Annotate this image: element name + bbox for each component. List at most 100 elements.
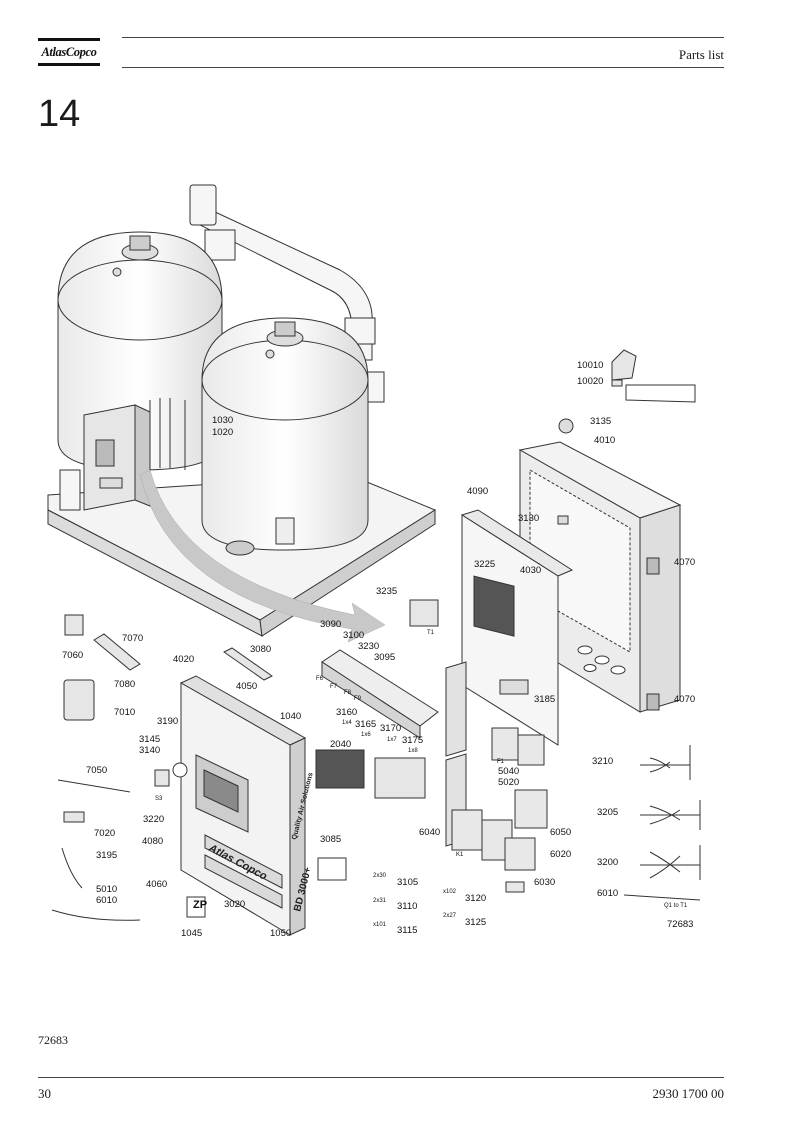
exploded-view-arrow bbox=[139, 469, 386, 643]
callout-3130: 3130 bbox=[518, 513, 539, 524]
callout-3220: 3220 bbox=[143, 814, 164, 825]
small-label-x101: x101 bbox=[373, 922, 387, 928]
callout-4060: 4060 bbox=[146, 879, 167, 890]
callout-4070: 4070 bbox=[674, 694, 695, 705]
callout-1020: 1020 bbox=[212, 427, 233, 438]
callout-10020: 10020 bbox=[577, 376, 603, 387]
callout-3115: 3115 bbox=[397, 925, 417, 936]
small-label-zp: ZP bbox=[193, 899, 207, 911]
callout-6020: 6020 bbox=[550, 849, 571, 860]
callout-3200: 3200 bbox=[597, 857, 618, 868]
callout-3210: 3210 bbox=[592, 756, 613, 767]
small-label-2x31: 2x31 bbox=[373, 898, 387, 904]
callout-72683: 72683 bbox=[667, 919, 693, 930]
wire-ducts bbox=[445, 661, 467, 847]
cabinet-door bbox=[179, 675, 307, 936]
callout-6010: 6010 bbox=[96, 895, 117, 906]
callout-3160: 3160 bbox=[336, 707, 357, 718]
callout-5040: 5040 bbox=[498, 766, 519, 777]
header-rule-top bbox=[122, 37, 724, 38]
callout-3225: 3225 bbox=[474, 559, 495, 570]
callout-4010: 4010 bbox=[594, 435, 615, 446]
header-rule-bottom bbox=[122, 67, 724, 68]
callout-3140: 3140 bbox=[139, 745, 160, 756]
callout-4020: 4020 bbox=[173, 654, 194, 665]
callout-3195: 3195 bbox=[96, 850, 117, 861]
callout-5010: 5010 bbox=[96, 884, 117, 895]
machine-control-box bbox=[83, 398, 186, 511]
callout-4080: 4080 bbox=[142, 836, 163, 847]
callout-7070: 7070 bbox=[122, 633, 143, 644]
callout-3175: 3175 bbox=[402, 735, 423, 746]
callout-1030: 1030 bbox=[212, 415, 233, 426]
callout-7050: 7050 bbox=[86, 765, 107, 776]
callout-4030: 4030 bbox=[520, 565, 541, 576]
cover-parts bbox=[611, 349, 696, 403]
small-label-2x30: 2x30 bbox=[373, 873, 387, 879]
callout-6030: 6030 bbox=[534, 877, 555, 888]
footer-rule bbox=[38, 1077, 724, 1078]
terminal-strip bbox=[321, 649, 439, 739]
callout-3080: 3080 bbox=[250, 644, 271, 655]
callout-4050: 4050 bbox=[236, 681, 257, 692]
callout-3020: 3020 bbox=[224, 899, 245, 910]
callout-3105: 3105 bbox=[397, 877, 418, 888]
small-label-f6: F6 bbox=[316, 676, 324, 682]
cable-harnesses bbox=[640, 745, 701, 880]
small-label-q1-to-t1: Q1 to T1 bbox=[664, 903, 688, 909]
callout-3145: 3145 bbox=[139, 734, 160, 745]
callout-6040: 6040 bbox=[419, 827, 440, 838]
callout-3085: 3085 bbox=[320, 834, 341, 845]
small-label-s3: S3 bbox=[155, 796, 163, 802]
small-label-x102: x102 bbox=[443, 889, 457, 895]
mounting-plate bbox=[460, 509, 574, 746]
callout-7010: 7010 bbox=[114, 707, 135, 718]
callout-3095: 3095 bbox=[374, 652, 395, 663]
callout-1040: 1040 bbox=[280, 711, 301, 722]
small-parts bbox=[51, 599, 701, 921]
small-label-t1: T1 bbox=[427, 630, 435, 636]
chapter-number: 14 bbox=[38, 93, 81, 135]
callout-3205: 3205 bbox=[597, 807, 618, 818]
small-label-k1: K1 bbox=[456, 852, 464, 858]
callout-7060: 7060 bbox=[62, 650, 83, 661]
callout-3100: 3100 bbox=[343, 630, 364, 641]
logo-bottom-bar bbox=[38, 63, 100, 66]
small-label-f1: F1 bbox=[497, 759, 505, 765]
callout-3120: 3120 bbox=[465, 893, 486, 904]
callout-10010: 10010 bbox=[577, 360, 603, 371]
callout-3110: 3110 bbox=[397, 901, 417, 912]
callout-3135: 3135 bbox=[590, 416, 611, 427]
figure-reference: 72683 bbox=[38, 1033, 68, 1047]
small-label-1x4: 1x4 bbox=[342, 720, 352, 726]
callout-4090: 4090 bbox=[467, 486, 488, 497]
document-number: 2930 1700 00 bbox=[652, 1086, 725, 1101]
callout-3190: 3190 bbox=[157, 716, 178, 727]
small-label-f8: F8 bbox=[344, 690, 352, 696]
callout-3170: 3170 bbox=[380, 723, 401, 734]
callout-3230: 3230 bbox=[358, 641, 379, 652]
right-vessel bbox=[201, 317, 369, 556]
callout-6010: 6010 bbox=[597, 888, 618, 899]
callout-1050: 1050 bbox=[270, 928, 291, 939]
small-label-1x7: 1x7 bbox=[387, 737, 397, 743]
callout-3185: 3185 bbox=[534, 694, 555, 705]
callout-5020: 5020 bbox=[498, 777, 519, 788]
callout-6050: 6050 bbox=[550, 827, 571, 838]
callout-3165: 3165 bbox=[355, 719, 376, 730]
small-label-1x6: 1x6 bbox=[361, 732, 371, 738]
callout-3125: 3125 bbox=[465, 917, 486, 928]
contactors bbox=[451, 727, 548, 893]
callout-3090: 3090 bbox=[320, 619, 341, 630]
small-label-f7: F7 bbox=[330, 684, 338, 690]
piping bbox=[59, 184, 385, 511]
page-number: 30 bbox=[38, 1086, 51, 1101]
atlas-copco-logo: AtlasCopco bbox=[38, 38, 100, 68]
small-label-2x27: 2x27 bbox=[443, 913, 457, 919]
callout-7080: 7080 bbox=[114, 679, 135, 690]
logo-wordmark: AtlasCopco bbox=[41, 45, 97, 59]
callout-2040: 2040 bbox=[330, 739, 351, 750]
callout-3235: 3235 bbox=[376, 586, 397, 597]
header-title: Parts list bbox=[678, 47, 724, 62]
